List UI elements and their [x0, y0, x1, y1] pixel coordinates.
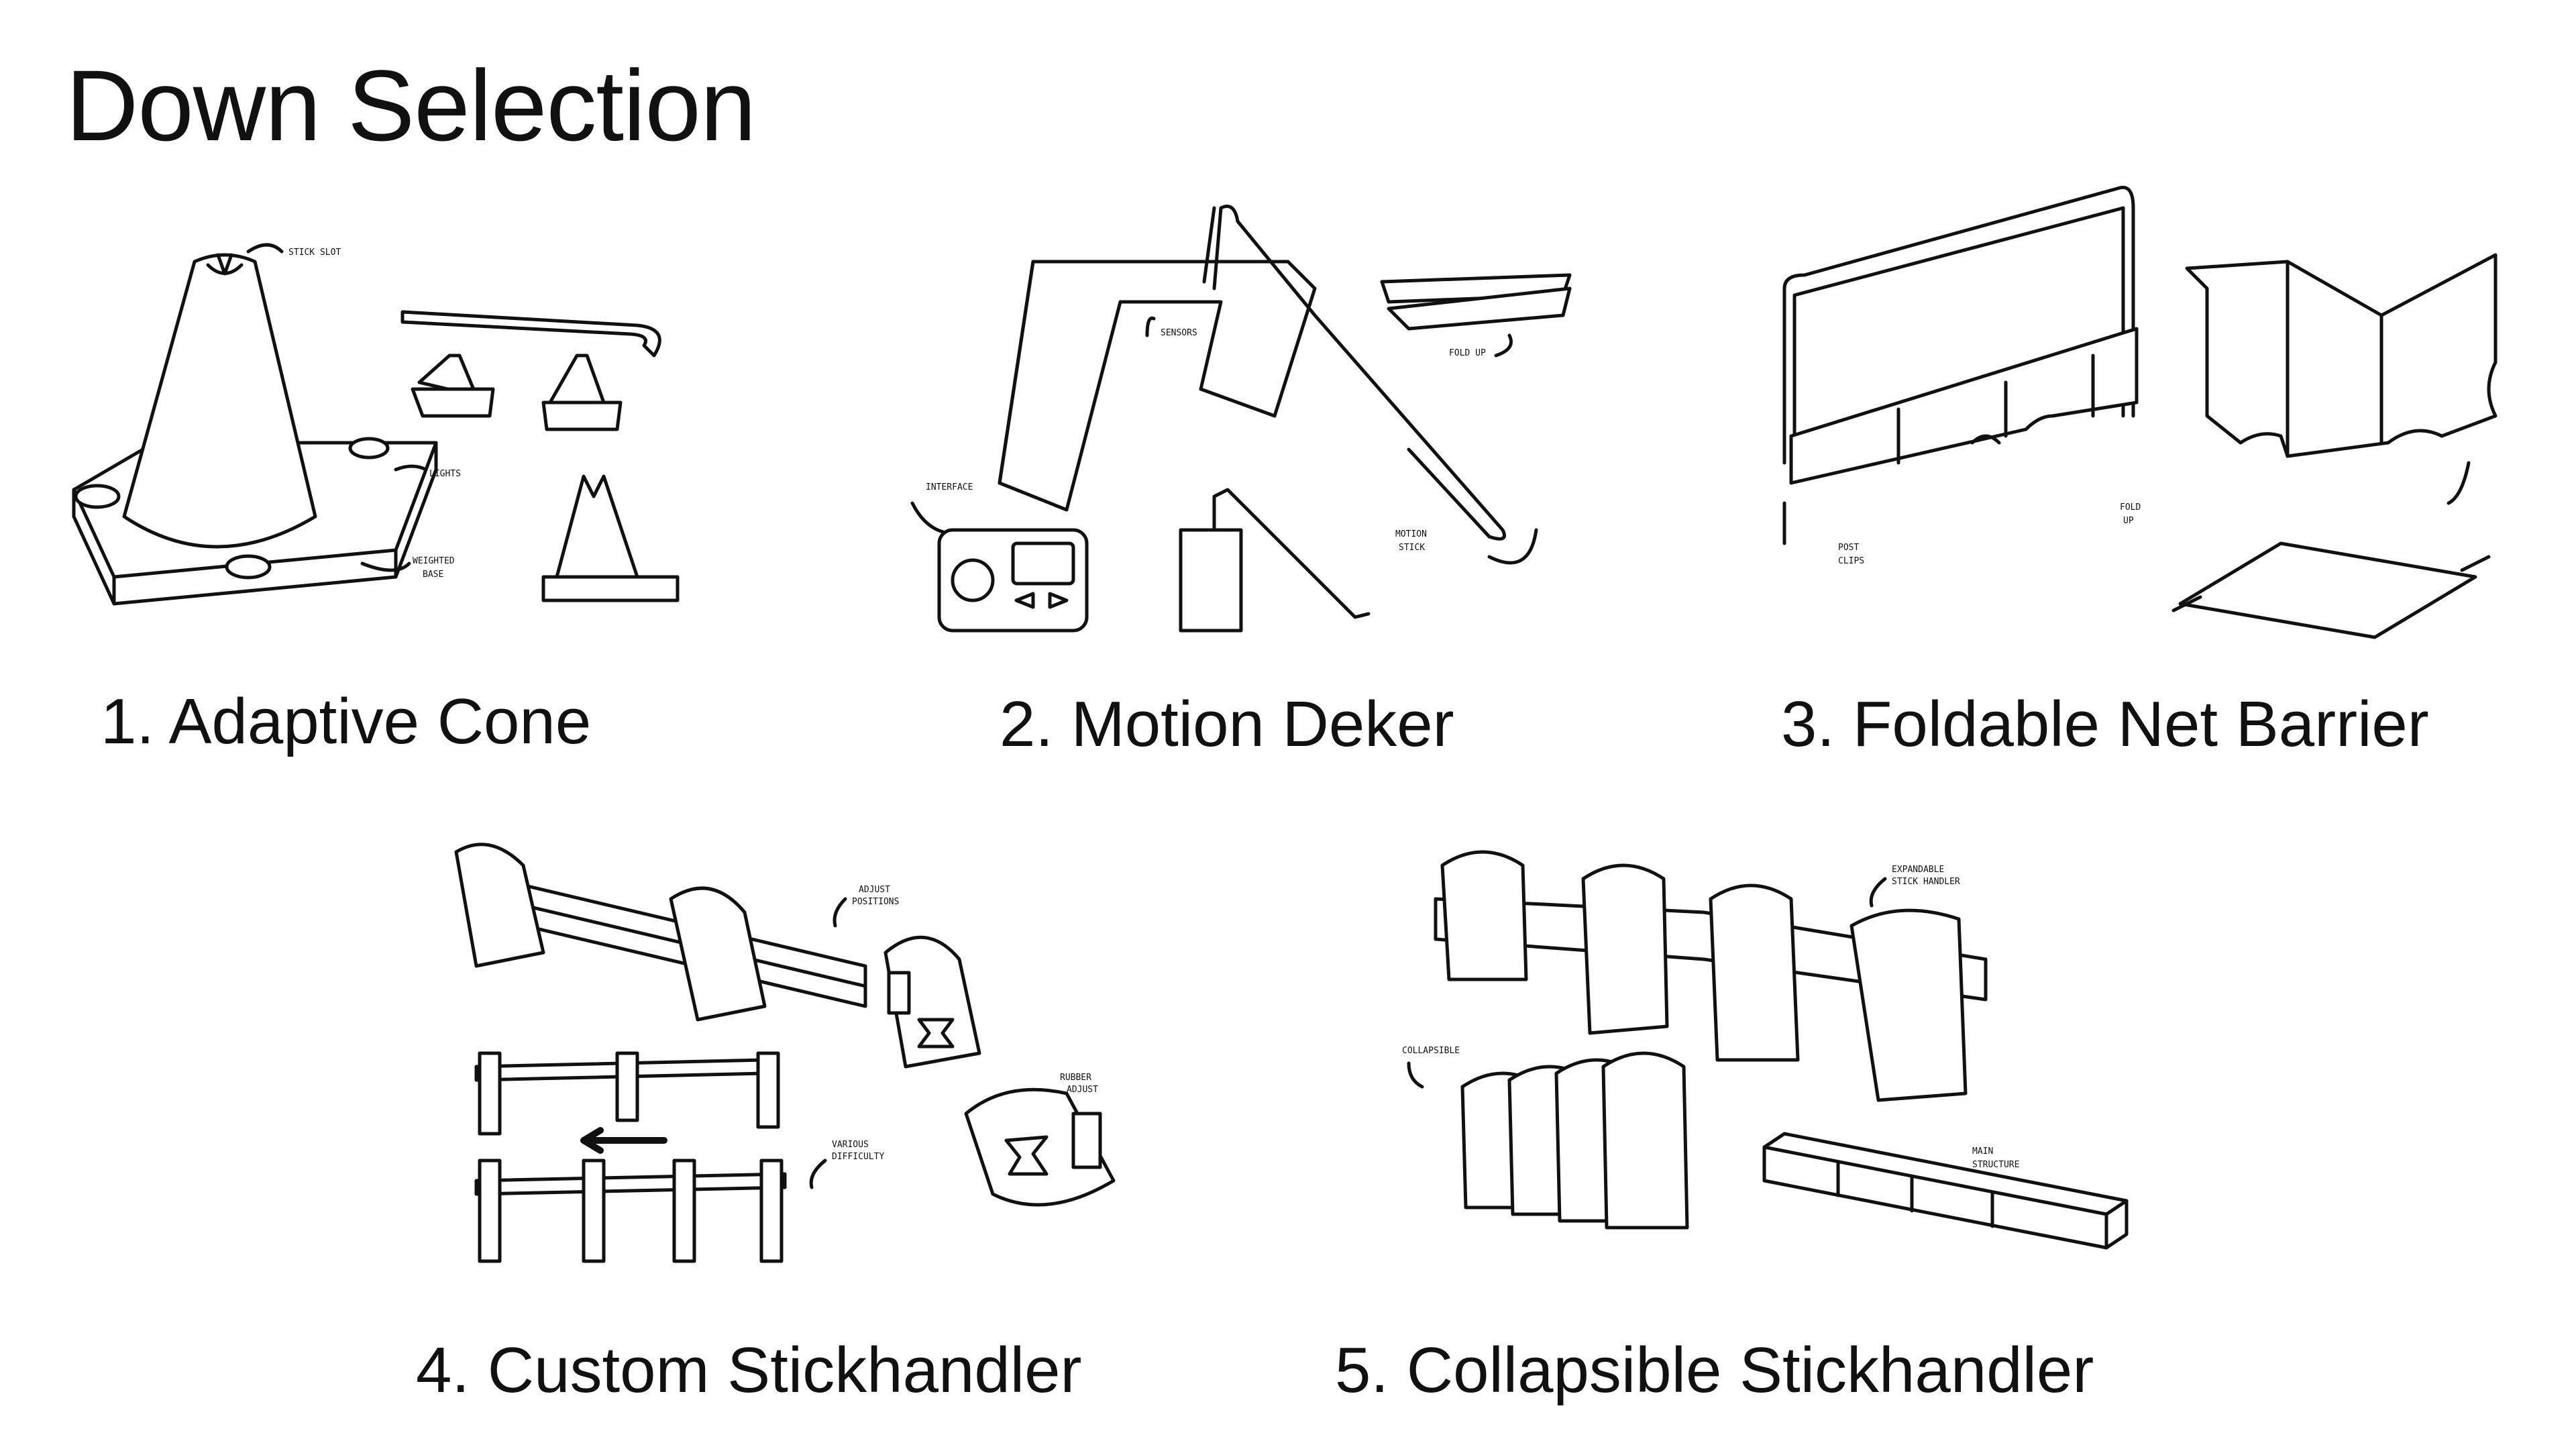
motion-deker-sketch: SENSORS FOLD UP INTERFACE MOTION STICK: [899, 195, 1610, 651]
caption-motion-deker: 2. Motion Deker: [1000, 688, 1454, 760]
adjust-note: ADJUST: [859, 885, 890, 895]
base-note: BASE: [423, 570, 443, 580]
page-title: Down Selection: [66, 49, 756, 162]
stick-note: STICK: [1399, 543, 1425, 553]
collapsible-stickhandler-sketch: EXPANDABLE STICK HANDLER COLLAPSIBLE MAI…: [1382, 832, 2174, 1288]
positions-note: POSITIONS: [852, 897, 899, 907]
lights-note: LIGHTS: [429, 469, 461, 479]
caption-foldable-net-barrier: 3. Foldable Net Barrier: [1781, 688, 2429, 760]
fold-note: FOLD: [2120, 502, 2141, 513]
expandable-note: EXPANDABLE: [1892, 865, 1944, 875]
fold-up-note: FOLD UP: [1449, 348, 1486, 358]
clips-note: CLIPS: [1838, 556, 1864, 566]
adaptive-cone-sketch: STICK SLOT LIGHTS WEIGHTED BASE: [47, 201, 718, 657]
structure-note: STRUCTURE: [1972, 1160, 2019, 1170]
foldable-net-barrier-sketch: POST CLIPS FOLD UP: [1771, 168, 2509, 651]
stick-handler-note: STICK HANDLER: [1892, 877, 1960, 887]
sensors-note: SENSORS: [1161, 328, 1197, 338]
weighted-note: WEIGHTED: [413, 556, 455, 566]
motion-note: MOTION: [1395, 529, 1427, 539]
caption-adaptive-cone: 1. Adaptive Cone: [101, 686, 592, 757]
collapsible-note: COLLAPSIBLE: [1402, 1046, 1460, 1056]
interface-note: INTERFACE: [926, 482, 973, 492]
caption-collapsible-stickhandler: 5. Collapsible Stickhandler: [1335, 1334, 2094, 1406]
rubber-note: RUBBER: [1060, 1073, 1091, 1083]
up-note: UP: [2123, 516, 2134, 526]
stick-slot-note: STICK SLOT: [288, 248, 341, 258]
adjust2-note: ADJUST: [1067, 1085, 1098, 1095]
custom-stickhandler-sketch: ADJUST POSITIONS VARIOUS DIFFICULTY RUBB…: [443, 832, 1208, 1275]
various-note: VARIOUS: [832, 1140, 869, 1150]
difficulty-note: DIFFICULTY: [832, 1152, 884, 1162]
main-note: MAIN: [1972, 1146, 1993, 1157]
post-note: POST: [1838, 543, 1859, 553]
caption-custom-stickhandler: 4. Custom Stickhandler: [416, 1334, 1082, 1406]
